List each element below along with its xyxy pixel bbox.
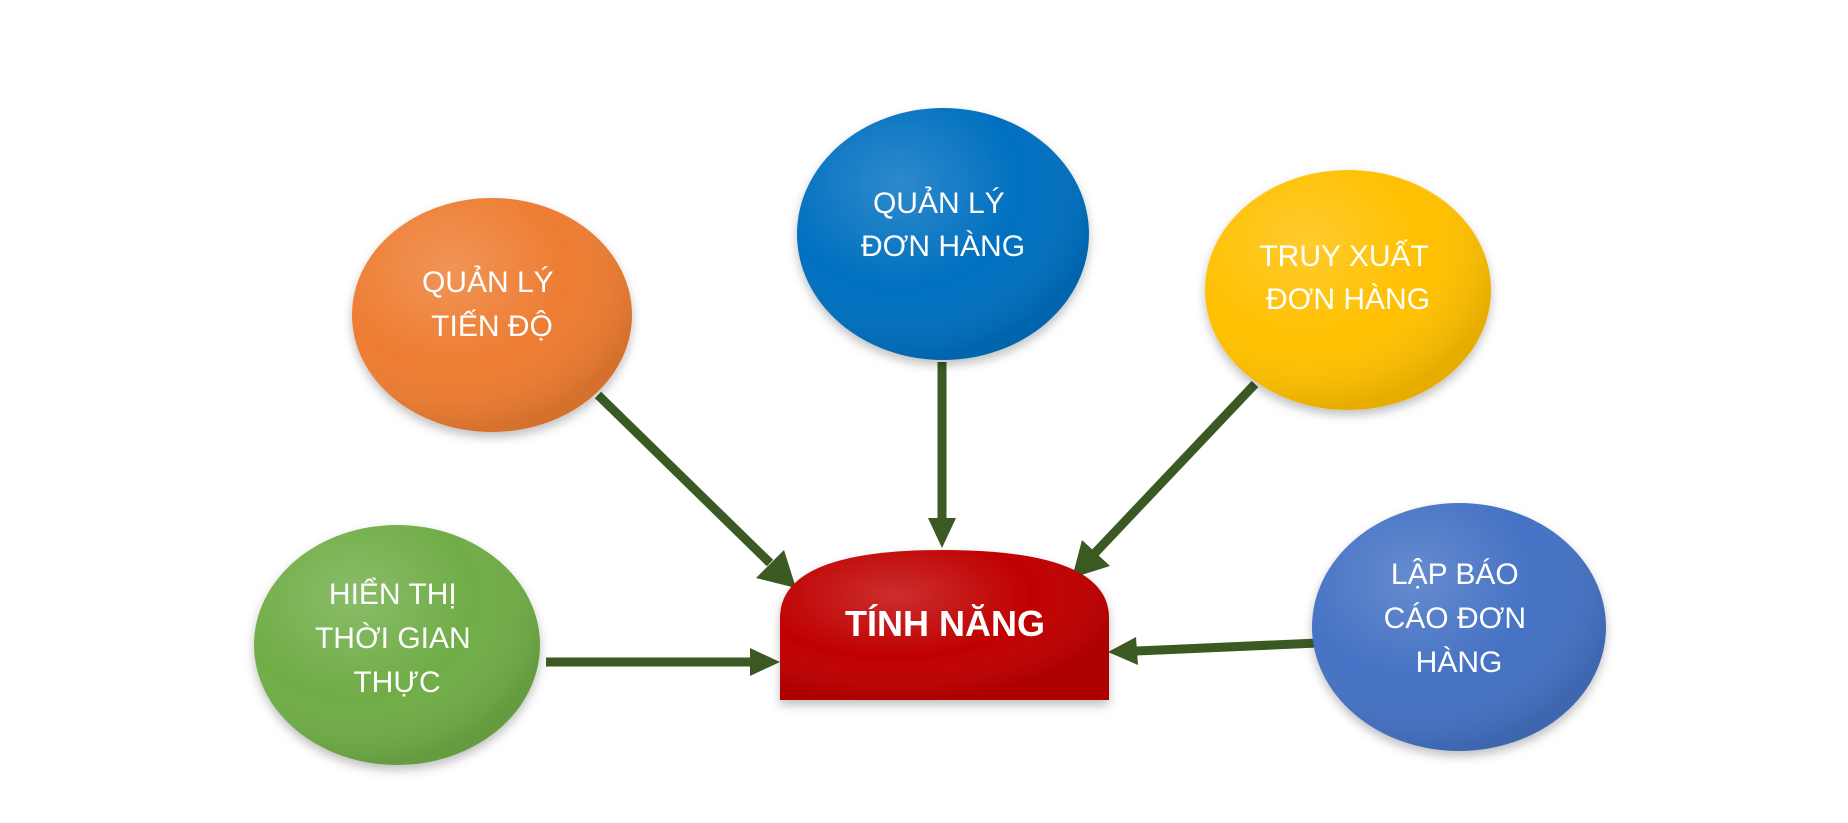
node-truy-xuat-don-hang: TRUY XUẤT ĐƠN HÀNG [1205,170,1491,410]
node-label-line: TRUY XUẤT [1259,239,1428,273]
arrow-truy-xuat [1072,380,1259,578]
arrows [546,362,1319,676]
node-label-line: ĐƠN HÀNG [861,230,1025,263]
node-label-line: LẬP BÁO [1391,558,1519,591]
node-label-line: TIẾN ĐỘ [431,309,553,343]
arrow-thoi-gian [546,648,780,676]
node-lap-bao-cao-don-hang: LẬP BÁO CÁO ĐƠN HÀNG [1312,503,1606,751]
node-hien-thi-thoi-gian-thuc: HIỂN THỊ THỜI GIAN THỰC [254,525,540,765]
svg-text:LẬP BÁO CÁO ĐƠN HÀ: LẬP BÁO CÁO ĐƠN HÀNG [1384,558,1535,679]
svg-text:QUẢN LÝ TIẾN ĐỘ: QUẢN LÝ TIẾN ĐỘ [422,265,562,343]
node-label-line: CÁO ĐƠN [1384,602,1526,635]
center-label: TÍNH NĂNG [845,603,1045,644]
node-label-line: THỰC [353,666,440,699]
node-label-line: QUẢN LÝ [873,186,1005,220]
center-node: TÍNH NĂNG [780,550,1109,700]
node-label-line: HIỂN THỊ [329,577,457,611]
arrow-bao-cao [1108,637,1319,665]
node-label-line: HÀNG [1416,646,1503,679]
node-quan-ly-tien-do: QUẢN LÝ TIẾN ĐỘ [352,198,632,432]
arrow-tien-do [594,391,796,588]
svg-text:HIỂN THỊ THỜI GIAN: HIỂN THỊ THỜI GIAN THỰC [315,577,479,699]
svg-text:QUẢN LÝ ĐƠN HÀNG: QUẢN LÝ ĐƠN HÀNG [861,186,1025,263]
svg-text:TRUY XUẤT ĐƠN HÀNG: TRUY XUẤT ĐƠN HÀNG [1259,239,1436,316]
node-label-line: QUẢN LÝ [422,265,554,299]
node-quan-ly-don-hang: QUẢN LÝ ĐƠN HÀNG [797,108,1089,360]
node-label-line: THỜI GIAN [315,622,471,655]
arrow-don-hang [928,362,956,548]
node-label-line: ĐƠN HÀNG [1266,283,1430,316]
